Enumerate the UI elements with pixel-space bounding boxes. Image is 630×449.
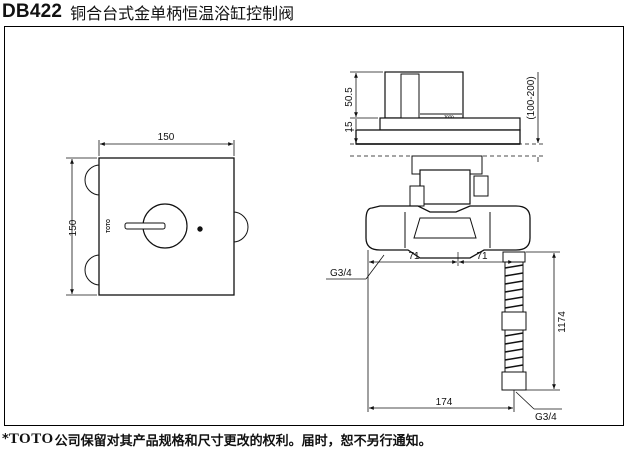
hose-nut-top — [502, 251, 526, 263]
side-handle-knob — [384, 71, 464, 119]
front-view — [66, 140, 249, 296]
footer-notice: * TOTO 公司保留对其产品规格和尺寸更改的权利。届时，恕不另行通知。 — [2, 430, 432, 449]
hose-nut-bottom — [501, 371, 527, 391]
leader-thread-bottom — [515, 391, 535, 410]
thread-left-label: G3/4 — [330, 268, 352, 279]
footer-asterisk: * — [2, 431, 9, 447]
dim-handle-label: 50.5 — [344, 87, 355, 107]
right-boss — [232, 211, 249, 243]
hose-coupling — [501, 311, 527, 331]
side-handle-lever — [400, 73, 420, 119]
front-height-label: 150 — [68, 219, 79, 236]
front-width-label: 150 — [158, 132, 175, 143]
dim-left-71-label: 71 — [408, 251, 420, 262]
left-top-boss — [84, 164, 101, 196]
side-handle-brand: TOTO — [444, 115, 454, 119]
dim-plate-label: 15 — [344, 121, 355, 133]
deck-plate — [355, 129, 521, 145]
side-view — [326, 71, 562, 412]
thread-bottom-label: G3/4 — [535, 412, 557, 423]
cover-plate — [98, 157, 235, 296]
indicator-dot — [197, 226, 203, 232]
valve-body — [419, 169, 471, 205]
dim-total-label: 174 — [436, 397, 453, 408]
handle-lever — [124, 222, 166, 230]
escutcheon-top — [379, 117, 521, 131]
footer-brand: TOTO — [8, 430, 54, 447]
left-bottom-boss — [84, 254, 101, 286]
drawing-frame — [4, 26, 624, 426]
product-name: 铜合台式金单柄恒温浴缸控制阀 — [70, 4, 295, 23]
model-number: DB422 — [2, 1, 63, 22]
footer-text: 公司保留对其产品规格和尺寸更改的权利。届时，恕不另行通知。 — [54, 433, 432, 449]
valve-nut — [409, 185, 425, 207]
plate-brand-mark: TOTO — [106, 219, 112, 233]
dim-hose-label: 1174 — [557, 311, 568, 333]
page-title: DB422 铜合台式金单柄恒温浴缸控制阀 — [2, 0, 294, 24]
dim-range-label: (100-200) — [526, 76, 537, 119]
dim-right-71-label: 71 — [476, 251, 488, 262]
leader-thread-left — [365, 254, 385, 280]
